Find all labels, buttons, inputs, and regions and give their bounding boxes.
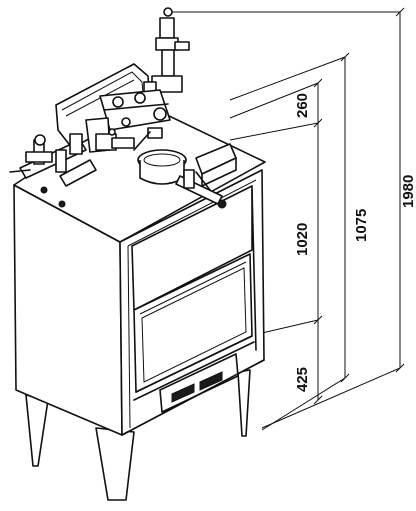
- dim-260: 260: [294, 93, 311, 118]
- dim-1020: 1020: [294, 223, 311, 256]
- dim-1075: 1075: [353, 209, 370, 242]
- dim-1980: 1980: [400, 175, 416, 208]
- dimension-lines: [170, 7, 405, 431]
- dimension-labels: 260 1020 425 1075 1980: [294, 93, 416, 392]
- legs: [25, 369, 251, 501]
- dim-425: 425: [294, 367, 311, 392]
- top-equipment: [9, 7, 237, 209]
